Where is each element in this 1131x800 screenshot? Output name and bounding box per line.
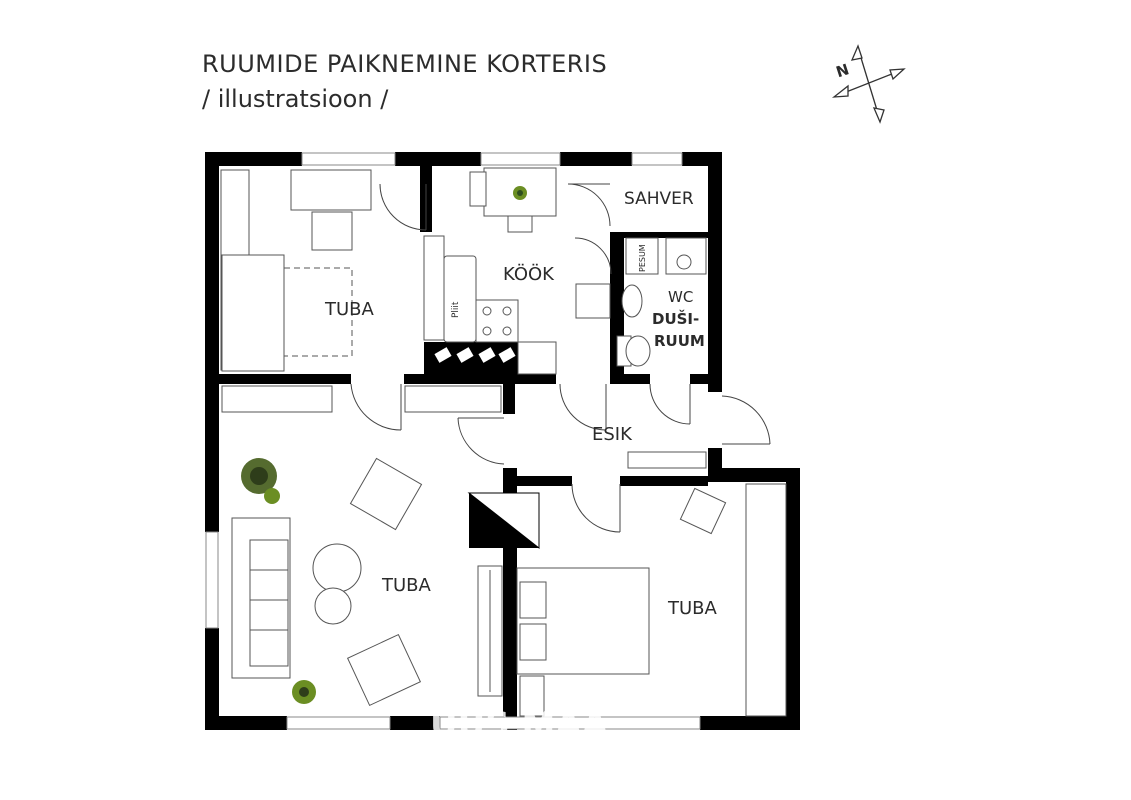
plan-title: RUUMIDE PAIKNEMINE KORTERIS (202, 50, 608, 78)
fixture-label-pliit: Pliit (451, 301, 461, 318)
compass-icon (831, 44, 906, 124)
room-label-dusi: DUŠI- (652, 309, 699, 328)
doors (350, 183, 771, 533)
fixture-label-pesum: PESUM (638, 244, 647, 272)
room-label-esik: ESIK (592, 424, 633, 445)
room-label-ruum: RUUM (654, 332, 705, 350)
windows (205, 152, 701, 730)
room-label-kook: KÖÖK (503, 263, 555, 285)
room-label-tuba-top: TUBA (324, 299, 375, 320)
room-label-tuba-bedroom: TUBA (667, 598, 718, 619)
compass-north-label: N (834, 60, 852, 81)
room-label-tuba-living: TUBA (381, 575, 432, 596)
plant-icon (241, 186, 527, 704)
stove-vent (434, 347, 516, 363)
watermark-logo: UUS MAA (430, 705, 609, 745)
plan-subtitle: / illustratsioon / (202, 85, 389, 113)
room-label-sahver: SAHVER (624, 189, 694, 209)
furniture (220, 167, 787, 717)
room-label-wc: WC (668, 288, 693, 306)
